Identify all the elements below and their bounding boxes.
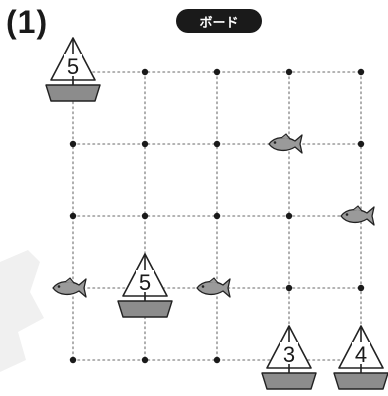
boat-number-plate <box>352 342 370 364</box>
grid-point[interactable] <box>69 140 77 148</box>
boat-number-plate <box>280 342 298 364</box>
grid-point[interactable] <box>357 284 365 292</box>
fish-icon <box>340 205 375 226</box>
grid-point[interactable] <box>213 212 221 220</box>
fish-icon <box>52 277 87 298</box>
boat-hull <box>261 372 317 390</box>
boat-hull <box>333 372 388 390</box>
fish-fin <box>64 277 75 284</box>
grid-point[interactable] <box>141 356 149 364</box>
sailboat-icon: 5 <box>117 253 173 318</box>
boat-number: 5 <box>139 270 151 295</box>
grid-point[interactable] <box>69 356 77 364</box>
fish-eye <box>57 285 61 288</box>
fish-fin <box>280 133 291 140</box>
sailboat-icon: 4 <box>333 325 388 390</box>
grid-point[interactable] <box>285 212 293 220</box>
fish-fin <box>352 205 363 212</box>
background-watermark <box>0 250 44 372</box>
boat-number: 3 <box>283 342 295 367</box>
fish-eye <box>201 285 205 288</box>
grid-point[interactable] <box>213 140 221 148</box>
board-badge: ボード <box>176 9 262 33</box>
grid-point[interactable] <box>141 140 149 148</box>
boat-hull <box>45 84 101 102</box>
fish-eye <box>273 141 277 144</box>
grid-point[interactable] <box>285 284 293 292</box>
grid-point[interactable] <box>69 212 77 220</box>
fish-body <box>196 278 231 298</box>
grid-point[interactable] <box>213 68 221 76</box>
fish-body <box>268 134 303 154</box>
boat-number-plate <box>136 270 154 292</box>
boat-number: 5 <box>67 54 79 79</box>
fish-eye <box>345 213 349 216</box>
grid-point[interactable] <box>357 68 365 76</box>
boat-hull <box>117 300 173 318</box>
fish-fin <box>208 277 219 284</box>
fish-body <box>340 206 375 226</box>
grid-point[interactable] <box>141 68 149 76</box>
fish-icon <box>268 133 303 154</box>
fish-icon <box>196 277 231 298</box>
grid-point[interactable] <box>285 68 293 76</box>
grid-point[interactable] <box>141 212 149 220</box>
sailboat-icon: 5 <box>45 37 101 102</box>
fish-body <box>52 278 87 298</box>
boat-number-plate <box>64 54 82 76</box>
boat-number: 4 <box>355 342 367 367</box>
sailboat-icon: 3 <box>261 325 317 390</box>
problem-number: (1) <box>6 4 49 40</box>
grid-point[interactable] <box>213 356 221 364</box>
grid-point[interactable] <box>357 140 365 148</box>
